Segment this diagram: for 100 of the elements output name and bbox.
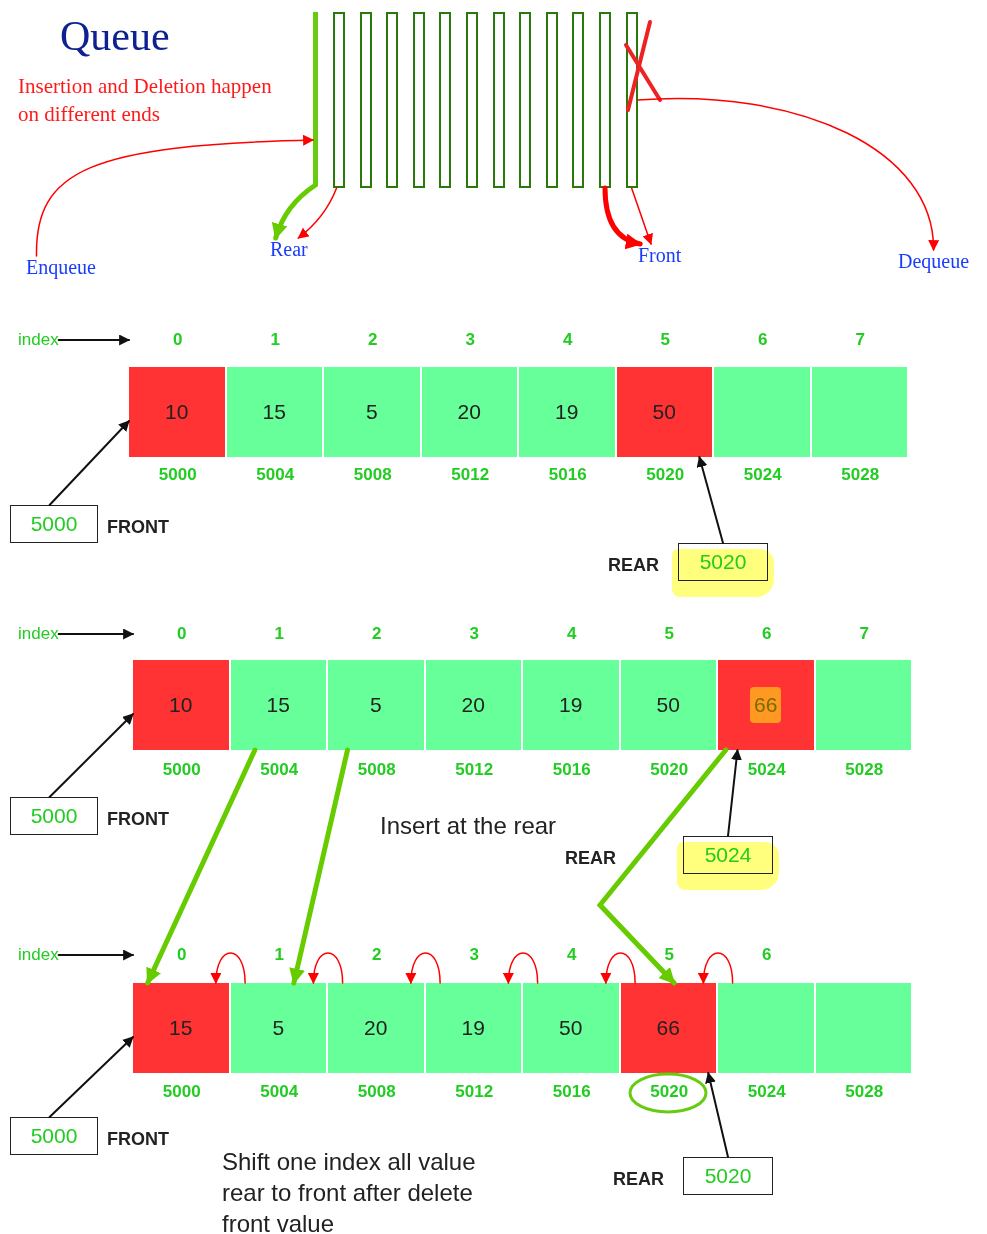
arrow <box>211 952 246 985</box>
queue-slot <box>466 12 478 188</box>
arrow <box>636 97 939 252</box>
array-cell: 20 <box>328 983 426 1073</box>
address-label: 5008 <box>352 465 393 485</box>
queue-slot <box>439 12 452 188</box>
note-text: Shift one index all value rear to front after delete front value <box>222 1147 477 1234</box>
arrow <box>48 420 130 506</box>
array-cell: 5 <box>328 660 426 750</box>
arrow <box>596 747 729 986</box>
address-label: 5020 <box>645 465 686 485</box>
array-cell <box>718 983 816 1073</box>
arrow <box>272 182 318 241</box>
index-number: 4 <box>562 330 574 350</box>
address-label: 5028 <box>840 465 881 485</box>
address-label: 5000 <box>161 760 202 780</box>
address-label: 5000 <box>157 465 198 485</box>
address-label: 5012 <box>454 760 495 780</box>
address-label: 5020 <box>649 760 690 780</box>
index-number: 0 <box>129 330 227 350</box>
array-cell <box>811 367 909 457</box>
arrow <box>57 334 131 346</box>
array-cell: 15 <box>230 660 328 750</box>
arrow <box>698 952 734 985</box>
address-label: 5024 <box>746 1082 787 1102</box>
heading-note: Insertion and Deletion happen on different ends <box>18 73 273 128</box>
index-label: index <box>18 624 59 644</box>
index-number: 2 <box>371 624 383 644</box>
address-label: 5016 <box>551 760 592 780</box>
arrow <box>696 455 724 544</box>
address-label: 5028 <box>844 1082 885 1102</box>
address-label: 5016 <box>547 465 588 485</box>
queue-slot <box>359 12 372 188</box>
arrow <box>297 187 338 239</box>
operation-label: Front <box>638 244 682 267</box>
address-label: 5012 <box>450 465 491 485</box>
index-number: 3 <box>468 624 480 644</box>
pointer-box: 5024 <box>683 836 773 874</box>
index-number: 3 <box>468 945 480 965</box>
index-number: 3 <box>464 330 476 350</box>
index-number: 6 <box>757 330 769 350</box>
address-label: 5004 <box>255 465 296 485</box>
arrow <box>308 952 344 985</box>
index-number: 7 <box>854 330 866 350</box>
address-label: 5020 <box>649 1082 690 1102</box>
index-number: 1 <box>273 945 285 965</box>
arrow <box>630 187 653 246</box>
arrow <box>705 1071 729 1158</box>
pointer-box: 5000 <box>10 505 98 543</box>
operation-label: Enqueue <box>26 256 96 279</box>
queue-slot <box>625 12 638 188</box>
arrow <box>145 747 258 986</box>
array-cell: 10 <box>133 660 231 750</box>
address-label: 5008 <box>356 760 397 780</box>
queue-slot <box>412 12 425 188</box>
array-cell: 50 <box>616 367 714 457</box>
arrow <box>406 952 441 985</box>
index-label: index <box>18 945 59 965</box>
queue-slot <box>545 12 558 188</box>
arrow <box>35 134 315 257</box>
pointer-label: REAR <box>565 848 616 869</box>
index-number: 1 <box>269 330 281 350</box>
index-number: 1 <box>273 624 285 644</box>
array-cell: 19 <box>425 983 523 1073</box>
address-label: 5016 <box>551 1082 592 1102</box>
index-number: 7 <box>858 624 870 644</box>
pointer-label: REAR <box>608 555 659 576</box>
arrow <box>57 628 135 640</box>
queue-slot <box>519 12 532 188</box>
array-cell: 15 <box>226 367 324 457</box>
index-number: 6 <box>761 624 773 644</box>
queue-slot <box>599 12 611 188</box>
index-label: index <box>18 330 59 350</box>
queue-slot <box>386 12 399 188</box>
index-number: 4 <box>566 945 578 965</box>
array-cell <box>714 367 812 457</box>
pointer-box: 5000 <box>10 1117 98 1155</box>
pointer-box: 5020 <box>678 543 768 581</box>
arrow <box>48 1036 134 1118</box>
pointer-label: REAR <box>613 1169 664 1190</box>
queue-slot <box>492 12 505 188</box>
address-label: 5004 <box>259 1082 300 1102</box>
address-label: 5024 <box>742 465 783 485</box>
array-cell: 5 <box>324 367 422 457</box>
address-label: 5004 <box>259 760 300 780</box>
array-cell: 20 <box>421 367 519 457</box>
arrow <box>601 952 636 985</box>
array-cell: 66 <box>718 660 816 750</box>
index-number: 5 <box>663 945 675 965</box>
title: Queue <box>60 12 170 60</box>
array-cell: 15 <box>133 983 231 1073</box>
operation-label: Dequeue <box>898 250 970 273</box>
address-label: 5008 <box>356 1082 397 1102</box>
arrow <box>48 713 134 798</box>
arrow <box>727 748 742 837</box>
array-cell: 50 <box>523 983 621 1073</box>
arrow <box>503 952 539 985</box>
address-label: 5012 <box>454 1082 495 1102</box>
index-number: 2 <box>371 945 383 965</box>
index-number: 0 <box>133 945 231 965</box>
